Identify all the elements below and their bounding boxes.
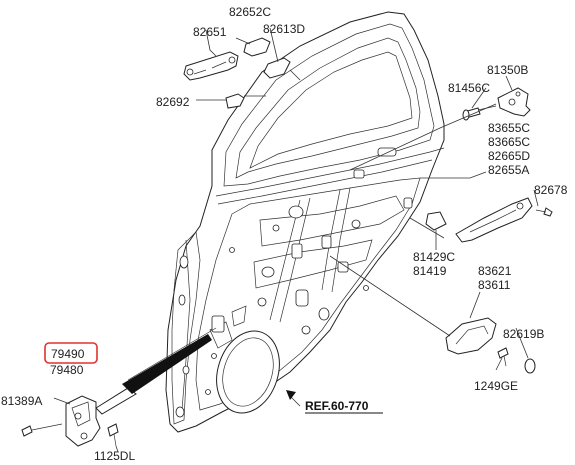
label-83621: 83621: [478, 264, 512, 278]
highlight-box: [44, 342, 98, 364]
label-1249ge: 1249GE: [474, 379, 518, 393]
label-1125dl: 1125DL: [94, 449, 135, 463]
screw-81456c: [462, 105, 497, 121]
label-83655c: 83655C: [488, 121, 530, 135]
ref-arrow: [286, 390, 301, 407]
leader-lines: [53, 27, 539, 453]
handle-cap-82652c: [243, 37, 271, 57]
label-81389a: 81389A: [1, 394, 42, 408]
label-82678: 82678: [534, 183, 568, 197]
screw-1249ge: [497, 347, 509, 367]
label-ref-60-770: REF.60-770: [305, 399, 369, 413]
checker-pointer: [122, 327, 217, 394]
handle-base-82613d: [263, 57, 291, 79]
clip-82619b: [524, 358, 536, 374]
label-81350b: 81350B: [487, 63, 528, 77]
label-79480: 79480: [50, 363, 84, 377]
label-81419: 81419: [413, 264, 447, 278]
outside-handle-82651: [183, 51, 239, 81]
screw-82678: [535, 207, 553, 217]
label-79490: 79490: [51, 347, 85, 361]
label-81429c: 81429C: [413, 250, 455, 264]
label-83665c: 83665C: [488, 135, 530, 149]
plug-81429c: [425, 211, 447, 231]
switch-panel-83621: [445, 317, 497, 355]
inside-handle-83655c: [455, 197, 533, 243]
bolt-81389a: [21, 423, 63, 437]
label-82651: 82651: [193, 25, 227, 39]
label-82613d: 82613D: [263, 22, 305, 36]
gasket-82692: [225, 93, 245, 109]
label-83611: 83611: [478, 278, 511, 292]
label-82655a: 82655A: [488, 163, 529, 177]
label-82652c: 82652C: [229, 5, 271, 19]
bolt-1125dl: [107, 423, 119, 447]
label-82665d: 82665D: [488, 149, 530, 163]
door-assembly: [165, 11, 445, 433]
label-82619b: 82619B: [503, 327, 544, 341]
latch-81350b: [497, 87, 531, 117]
door-checker-79480: [65, 387, 137, 447]
label-81456c: 81456C: [448, 81, 490, 95]
label-82692: 82692: [156, 95, 190, 109]
